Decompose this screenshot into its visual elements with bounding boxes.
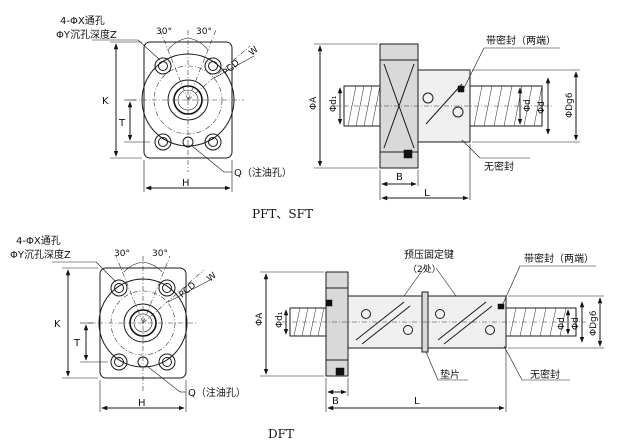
top-side-view: 带密封（两端） 无密封 ΦA Φd₁ Φd Φd ΦDg6 B L (309, 34, 580, 201)
dia-a-label: ΦA (255, 312, 265, 326)
bottom-front-view: 4-ΦX通孔 ΦY沉孔深度Z 30° 30° PCD W K T H Q（注油孔… (10, 235, 246, 412)
bolt-holes (154, 57, 222, 151)
seal-both-label: 带密封（两端） (524, 252, 594, 265)
w-label: W (206, 271, 219, 284)
dia-dg6-label: ΦDg6 (565, 92, 575, 118)
top-front-view: 4-ΦX通孔 ΦY沉孔深度Z 30° 30° PCD W K T H Q（注油孔… (56, 15, 292, 192)
dia-dm-label: Φd₁ (329, 95, 339, 112)
hole-note-2: ΦY沉孔深度Z (10, 248, 71, 261)
bottom-side-view: 预压固定键 （2处） 带密封（两端） 垫片 无密封 ΦA Φd₁ Φd Φd Φ… (255, 248, 604, 412)
top-caption: PFT、SFT (252, 207, 313, 221)
b-label: B (396, 172, 403, 183)
hole-note-2: ΦY沉孔深度Z (56, 28, 117, 41)
t-label: T (118, 118, 126, 129)
angle-right: 30° (196, 27, 212, 37)
k-label: K (102, 96, 109, 107)
dia-dm-label: Φd₁ (275, 311, 285, 328)
dia-dg6-label: ΦDg6 (589, 310, 599, 336)
bolt-holes (110, 279, 176, 371)
t-label: T (73, 338, 81, 349)
hole-note-1: 4-ΦX通孔 (16, 235, 61, 247)
bottom-caption: DFT (268, 427, 294, 441)
dia-d1-label: Φd (571, 317, 581, 330)
dia-d-label: Φd (523, 99, 533, 112)
seal-both-label: 带密封（两端） (486, 34, 556, 47)
b-label: B (332, 396, 339, 407)
dia-d1-label: Φd (537, 101, 547, 114)
h-label: H (182, 178, 190, 189)
k-label: K (54, 319, 61, 330)
no-seal-label: 无密封 (484, 160, 514, 173)
l-label: L (424, 188, 430, 199)
no-seal-label: 无密封 (530, 368, 560, 381)
h-label: H (138, 398, 146, 409)
dia-d-label: Φd (557, 317, 567, 330)
l-label: L (414, 396, 420, 407)
dia-a-label: ΦA (309, 96, 319, 110)
angle-right: 30° (152, 249, 168, 259)
angle-left: 30° (114, 249, 130, 259)
pcd-label: PCD (178, 281, 199, 301)
hole-note-1: 4-ΦX通孔 (60, 15, 105, 27)
preload-key-label: 预压固定键 (404, 248, 454, 261)
q-label: Q（注油孔） (188, 386, 246, 399)
spacer-label: 垫片 (440, 368, 460, 381)
preload-key-count: （2处） (408, 263, 441, 275)
q-label: Q（注油孔） (234, 166, 292, 179)
angle-left: 30° (156, 27, 172, 37)
